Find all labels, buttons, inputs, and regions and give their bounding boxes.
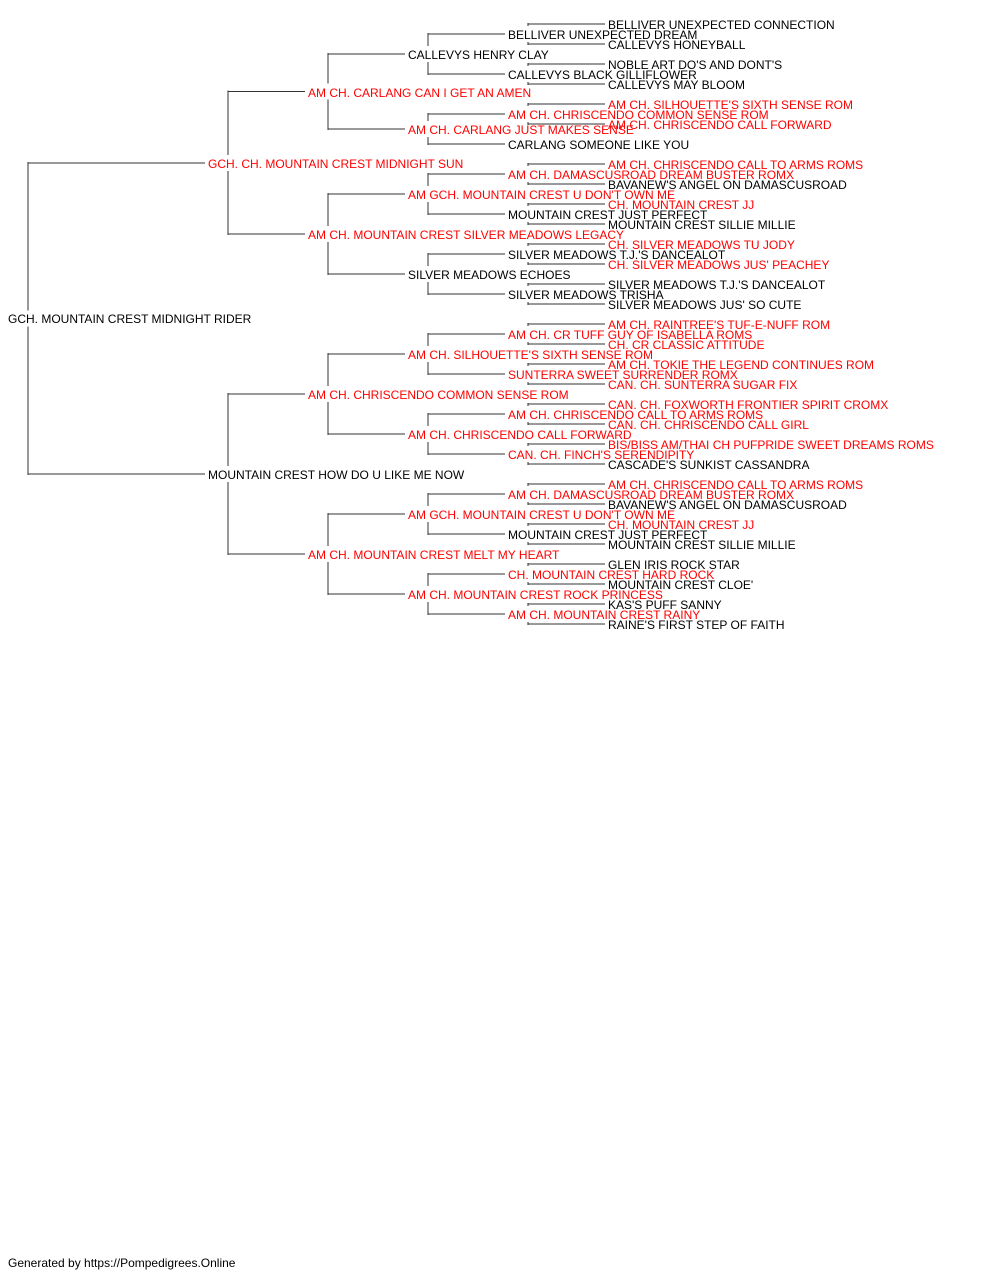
ancestor-name: AM GCH. MOUNTAIN CREST U DON'T OWN ME bbox=[408, 508, 675, 522]
ancestor-name: AM CH. CHRISCENDO CALL TO ARMS ROMS bbox=[608, 478, 864, 492]
ancestor-name: AM CH. SILHOUETTE'S SIXTH SENSE ROM bbox=[608, 98, 853, 112]
ancestor-name: AM CH. CHRISCENDO CALL FORWARD bbox=[608, 118, 832, 132]
ancestor-name: MOUNTAIN CREST SILLIE MILLIE bbox=[608, 218, 796, 232]
ancestor-name: RAINE'S FIRST STEP OF FAITH bbox=[608, 618, 785, 632]
ancestor-name: AM CH. CHRISCENDO COMMON SENSE ROM bbox=[308, 388, 569, 402]
ancestor-name: AM CH. CHRISCENDO CALL FORWARD bbox=[408, 428, 632, 442]
ancestor-name: GCH. CH. MOUNTAIN CREST MIDNIGHT SUN bbox=[208, 157, 464, 171]
ancestor-name: AM CH. CARLANG JUST MAKES SENSE bbox=[408, 123, 634, 137]
ancestor-name: CAN. CH. FINCH'S SERENDIPITY bbox=[508, 448, 695, 462]
ancestor-name: CAN. CH. SUNTERRA SUGAR FIX bbox=[608, 378, 798, 392]
ancestor-name: SUNTERRA SWEET SURRENDER ROMX bbox=[508, 368, 738, 382]
ancestor-name: MOUNTAIN CREST JUST PERFECT bbox=[508, 528, 708, 542]
ancestor-name: MOUNTAIN CREST CLOE' bbox=[608, 578, 754, 592]
ancestor-name: CH. SILVER MEADOWS TU JODY bbox=[608, 238, 795, 252]
ancestor-name: AM GCH. MOUNTAIN CREST U DON'T OWN ME bbox=[408, 188, 675, 202]
ancestor-name: CASCADE'S SUNKIST CASSANDRA bbox=[608, 458, 810, 472]
ancestor-name: SILVER MEADOWS TRISHA bbox=[508, 288, 664, 302]
ancestor-name: MOUNTAIN CREST HOW DO U LIKE ME NOW bbox=[208, 468, 465, 482]
ancestor-name: CH. MOUNTAIN CREST JJ bbox=[608, 518, 755, 532]
ancestor-name: AM CH. CARLANG CAN I GET AN AMEN bbox=[308, 86, 532, 100]
ancestor-name: AM CH. RAINTREE'S TUF-E-NUFF ROM bbox=[608, 318, 831, 332]
ancestor-name: AM CH. MOUNTAIN CREST RAINY bbox=[508, 608, 701, 622]
ancestor-name: CALLEVYS HENRY CLAY bbox=[408, 48, 549, 62]
ancestor-name: SILVER MEADOWS ECHOES bbox=[408, 268, 571, 282]
ancestor-name: CALLEVYS MAY BLOOM bbox=[608, 78, 745, 92]
ancestor-name: MOUNTAIN CREST JUST PERFECT bbox=[508, 208, 708, 222]
ancestor-name: CARLANG SOMEONE LIKE YOU bbox=[508, 138, 690, 152]
ancestor-name: CAN. CH. CHRISCENDO CALL GIRL bbox=[608, 418, 809, 432]
ancestor-name: BIS/BISS AM/THAI CH PUFPRIDE SWEET DREAM… bbox=[608, 438, 934, 452]
ancestor-name: BELLIVER UNEXPECTED CONNECTION bbox=[608, 18, 835, 32]
ancestor-name: BAVANEW'S ANGEL ON DAMASCUSROAD bbox=[608, 498, 847, 512]
ancestor-name: CH. CR CLASSIC ATTITUDE bbox=[608, 338, 765, 352]
ancestor-name: GLEN IRIS ROCK STAR bbox=[608, 558, 740, 572]
ancestor-name: SILVER MEADOWS T.J.'S DANCEALOT bbox=[508, 248, 726, 262]
subject-dog-name: GCH. MOUNTAIN CREST MIDNIGHT RIDER bbox=[8, 312, 252, 326]
ancestor-name: AM CH. CHRISCENDO COMMON SENSE ROM bbox=[508, 108, 769, 122]
ancestor-name: NOBLE ART DO'S AND DONT'S bbox=[608, 58, 783, 72]
ancestor-name: BELLIVER UNEXPECTED DREAM bbox=[508, 28, 698, 42]
ancestor-name: AM CH. MOUNTAIN CREST MELT MY HEART bbox=[308, 548, 560, 562]
ancestor-name: AM CH. MOUNTAIN CREST ROCK PRINCESS bbox=[408, 588, 663, 602]
ancestor-name: KAS'S PUFF SANNY bbox=[608, 598, 722, 612]
ancestor-name: AM CH. CHRISCENDO CALL TO ARMS ROMS bbox=[508, 408, 764, 422]
ancestor-name: SILVER MEADOWS T.J.'S DANCEALOT bbox=[608, 278, 826, 292]
ancestor-name: AM CH. CR TUFF GUY OF ISABELLA ROMS bbox=[508, 328, 753, 342]
ancestor-name: CH. SILVER MEADOWS JUS' PEACHEY bbox=[608, 258, 830, 272]
ancestor-name: CAN. CH. FOXWORTH FRONTIER SPIRIT CROMX bbox=[608, 398, 889, 412]
ancestor-name: SILVER MEADOWS JUS' SO CUTE bbox=[608, 298, 802, 312]
ancestor-name: CH. MOUNTAIN CREST JJ bbox=[608, 198, 755, 212]
ancestor-name: CALLEVYS HONEYBALL bbox=[608, 38, 746, 52]
ancestor-name: AM CH. SILHOUETTE'S SIXTH SENSE ROM bbox=[408, 348, 653, 362]
ancestor-name: MOUNTAIN CREST SILLIE MILLIE bbox=[608, 538, 796, 552]
ancestor-name: AM CH. TOKIE THE LEGEND CONTINUES ROM bbox=[608, 358, 875, 372]
ancestor-name: AM CH. MOUNTAIN CREST SILVER MEADOWS LEG… bbox=[308, 228, 625, 242]
ancestor-name: CALLEVYS BLACK GILLIFLOWER bbox=[508, 68, 697, 82]
ancestor-name: AM CH. DAMASCUSROAD DREAM BUSTER ROMX bbox=[508, 168, 795, 182]
ancestor-name: BAVANEW'S ANGEL ON DAMASCUSROAD bbox=[608, 178, 847, 192]
footer-credit: Generated by https://Pompedigrees.Online bbox=[8, 1256, 236, 1270]
ancestor-name: AM CH. CHRISCENDO CALL TO ARMS ROMS bbox=[608, 158, 864, 172]
ancestor-name: CH. MOUNTAIN CREST HARD ROCK bbox=[508, 568, 715, 582]
ancestor-name: AM CH. DAMASCUSROAD DREAM BUSTER ROMX bbox=[508, 488, 795, 502]
